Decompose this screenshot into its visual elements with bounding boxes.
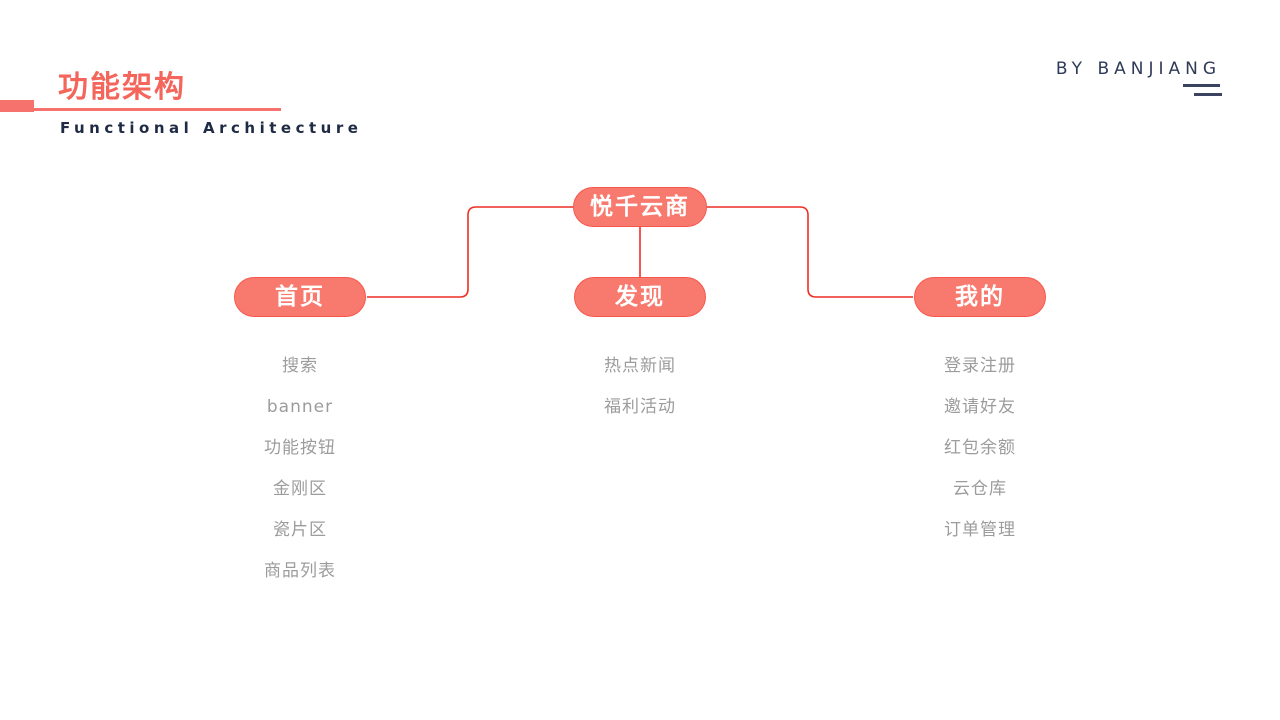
list-item: 搜索 bbox=[282, 356, 318, 376]
list-item: 云仓库 bbox=[953, 479, 1007, 499]
title-accent-block bbox=[0, 100, 34, 112]
byline-underline-mark-top bbox=[1183, 84, 1220, 87]
connector-root-to-home bbox=[367, 206, 573, 298]
page-subtitle: Functional Architecture bbox=[60, 119, 363, 137]
list-item: 登录注册 bbox=[944, 356, 1016, 376]
page-title: 功能架构 bbox=[58, 70, 186, 105]
list-item: 红包余额 bbox=[944, 438, 1016, 458]
list-item: 邀请好友 bbox=[944, 397, 1016, 417]
byline-text: BY BANJIANG bbox=[1055, 59, 1221, 79]
list-item: 商品列表 bbox=[264, 561, 336, 581]
list-item: 订单管理 bbox=[944, 520, 1016, 540]
home-feature-list: 搜索 banner 功能按钮 金刚区 瓷片区 商品列表 bbox=[190, 346, 410, 592]
node-home: 首页 bbox=[234, 277, 366, 317]
title-underline bbox=[34, 108, 281, 111]
byline-underline-mark-bottom bbox=[1194, 93, 1222, 96]
node-root: 悦千云商 bbox=[573, 187, 707, 227]
connector-root-to-mine bbox=[707, 206, 913, 298]
list-item: 福利活动 bbox=[604, 397, 676, 417]
list-item: 瓷片区 bbox=[273, 520, 327, 540]
list-item: 金刚区 bbox=[273, 479, 327, 499]
list-item: 热点新闻 bbox=[604, 356, 676, 376]
list-item: 功能按钮 bbox=[264, 438, 336, 458]
discover-feature-list: 热点新闻 福利活动 bbox=[530, 346, 750, 428]
node-discover: 发现 bbox=[574, 277, 706, 317]
node-mine: 我的 bbox=[914, 277, 1046, 317]
mine-feature-list: 登录注册 邀请好友 红包余额 云仓库 订单管理 bbox=[870, 346, 1090, 551]
list-item: banner bbox=[266, 397, 334, 417]
